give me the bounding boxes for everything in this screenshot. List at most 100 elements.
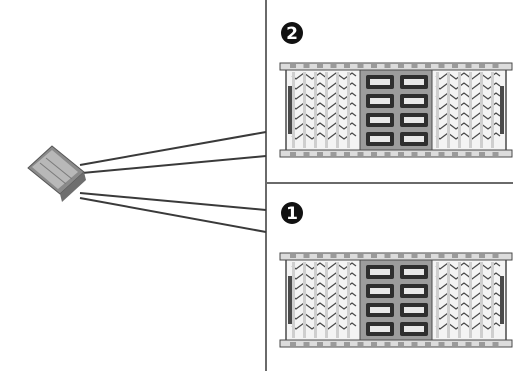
pcb-lane <box>347 72 350 148</box>
memory-chip-label <box>370 79 390 85</box>
pcb-lane <box>336 262 339 338</box>
rail-notch <box>492 152 499 156</box>
rail-notch <box>290 342 296 346</box>
pcb-trace <box>435 312 501 320</box>
pcb-trace <box>291 312 357 320</box>
memory-chip-label <box>404 98 424 104</box>
rail-notch <box>344 254 350 258</box>
rail-notch <box>371 152 377 156</box>
rail-notch <box>465 254 472 258</box>
memory-chip-label <box>370 269 390 275</box>
pcb-lane <box>458 262 461 338</box>
pcb-trace <box>291 112 357 120</box>
rail-notch <box>411 342 418 346</box>
rail-notch <box>438 152 445 156</box>
rail-notch <box>371 342 377 346</box>
rail-notch <box>438 342 445 346</box>
board-rail-bottom <box>279 339 513 348</box>
memory-chip-label <box>370 326 390 332</box>
pcb-trace <box>291 102 357 110</box>
pcb-lane <box>447 262 450 338</box>
pcb-lane <box>480 262 483 338</box>
rail-notch <box>330 342 337 346</box>
rail-notch <box>425 64 431 68</box>
memory-chip-label <box>370 288 390 294</box>
memory-chip-label <box>370 136 390 142</box>
rail-notch <box>465 342 472 346</box>
board-end-connector <box>288 276 292 324</box>
pcb-lane <box>292 262 295 338</box>
rail-notch <box>465 152 472 156</box>
pcb-trace <box>291 72 357 80</box>
pcb-trace <box>435 292 501 300</box>
rail-notch <box>398 342 404 346</box>
pcb-lane <box>314 262 317 338</box>
rail-notch <box>384 342 391 346</box>
rail-notch <box>371 254 377 258</box>
pcb-trace <box>435 82 501 90</box>
pcb-trace <box>435 282 501 290</box>
pcb-trace <box>435 102 501 110</box>
memory-chip-label <box>404 79 424 85</box>
memory-chip-label <box>404 307 424 313</box>
pcb-trace <box>435 262 501 270</box>
rail-notch <box>384 64 391 68</box>
rail-notch <box>425 254 431 258</box>
memory-chip-label <box>404 326 424 332</box>
rail-notch <box>317 342 323 346</box>
rail-notch <box>492 64 499 68</box>
rail-notch <box>303 64 310 68</box>
pcb-trace <box>291 82 357 90</box>
rail-notch <box>290 254 296 258</box>
rail-notch <box>452 254 458 258</box>
callout-2-number: 2 <box>286 24 298 44</box>
pcb-lane <box>436 72 439 148</box>
rail-notch <box>479 254 485 258</box>
pcb-lane <box>314 72 317 148</box>
rail-notch <box>330 254 337 258</box>
pcb-lane <box>292 72 295 148</box>
rail-notch <box>317 152 323 156</box>
rail-notch <box>465 64 472 68</box>
pcb-lane <box>436 262 439 338</box>
pcb-trace <box>435 122 501 130</box>
pcb-trace <box>435 322 501 330</box>
rail-notch <box>479 64 485 68</box>
board-rail-top <box>279 252 513 261</box>
rail-notch <box>344 152 350 156</box>
rail-notch <box>452 64 458 68</box>
memory-chip-label <box>404 117 424 123</box>
rail-notch <box>357 254 364 258</box>
board-end-connector <box>500 86 504 134</box>
rail-notch <box>357 342 364 346</box>
pcb-trace <box>291 292 357 300</box>
pcb-lane <box>347 262 350 338</box>
pcb-lane <box>469 262 472 338</box>
rail-notch <box>303 254 310 258</box>
pcb-trace <box>291 132 357 140</box>
board-end-connector <box>500 276 504 324</box>
circuit-board-icon <box>279 252 513 348</box>
pcb-lane <box>303 72 306 148</box>
memory-chip-label <box>370 307 390 313</box>
callout-1-badge: 1 <box>281 202 303 224</box>
pcb-trace <box>435 112 501 120</box>
rail-notch <box>317 254 323 258</box>
memory-chip-label <box>370 98 390 104</box>
leader-lines <box>79 131 267 233</box>
panel-dividers <box>265 0 513 371</box>
rail-notch <box>371 64 377 68</box>
circuit-board-icon <box>279 62 513 158</box>
pcb-trace <box>291 322 357 330</box>
rail-notch <box>411 64 418 68</box>
cable-connector-icon <box>27 145 86 202</box>
pcb-lane <box>458 72 461 148</box>
rail-notch <box>438 254 445 258</box>
rail-notch <box>398 64 404 68</box>
leader-line-lower-b <box>79 197 267 233</box>
pcb-lane <box>480 72 483 148</box>
rail-notch <box>357 152 364 156</box>
pcb-lane <box>325 72 328 148</box>
pcb-lane <box>303 262 306 338</box>
